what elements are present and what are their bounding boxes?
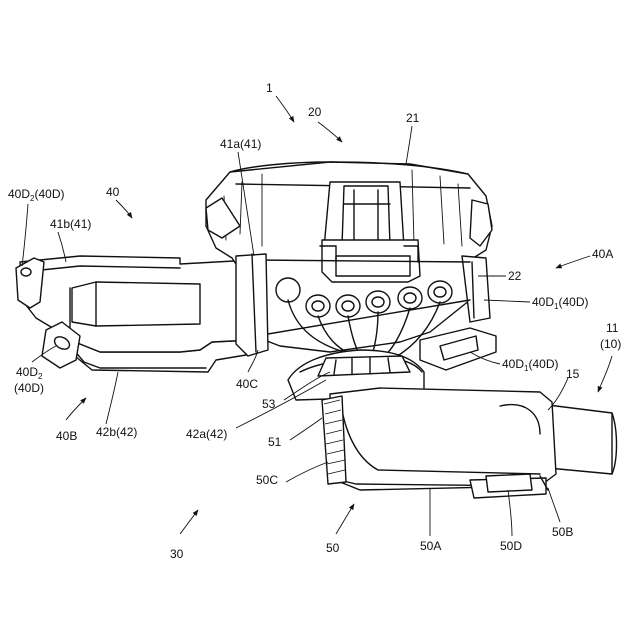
- label-41b: 41b(41): [50, 217, 91, 231]
- label-40d1-lower: 40D1(40D): [502, 357, 558, 373]
- label-50b: 50B: [552, 525, 573, 539]
- label-40: 40: [106, 185, 120, 199]
- label-20: 20: [308, 105, 322, 119]
- label-11: 11: [606, 321, 619, 335]
- label-40d2-top: 40D2(40D): [8, 187, 64, 203]
- holder-wall-41a: [236, 254, 268, 356]
- label-40d2-bottom: 40D2: [16, 365, 43, 381]
- label-42a: 42a(42): [186, 427, 227, 441]
- label-30: 30: [170, 547, 184, 561]
- label-51: 51: [268, 435, 282, 449]
- cable-11: [548, 405, 617, 474]
- label-53: 53: [262, 397, 276, 411]
- lower-bracket: [420, 328, 496, 370]
- label-41a: 41a(41): [220, 137, 261, 151]
- label-40c: 40C: [236, 377, 258, 391]
- label-15: 15: [566, 367, 580, 381]
- label-10: (10): [600, 337, 621, 351]
- label-40d2-bottom-paren: (40D): [14, 381, 44, 395]
- label-40d1-upper: 40D1(40D): [532, 295, 588, 311]
- clamp-arm-40b: [16, 256, 252, 372]
- label-50a: 50A: [420, 539, 441, 553]
- label-22: 22: [508, 269, 522, 283]
- label-50c: 50C: [256, 473, 278, 487]
- label-42b: 42b(42): [96, 425, 137, 439]
- label-40a: 40A: [592, 247, 613, 261]
- label-50d: 50D: [500, 539, 522, 553]
- label-40b: 40B: [56, 429, 77, 443]
- label-50: 50: [326, 541, 340, 555]
- label-21: 21: [406, 111, 420, 125]
- cover-50: [288, 350, 556, 498]
- label-1: 1: [266, 81, 273, 95]
